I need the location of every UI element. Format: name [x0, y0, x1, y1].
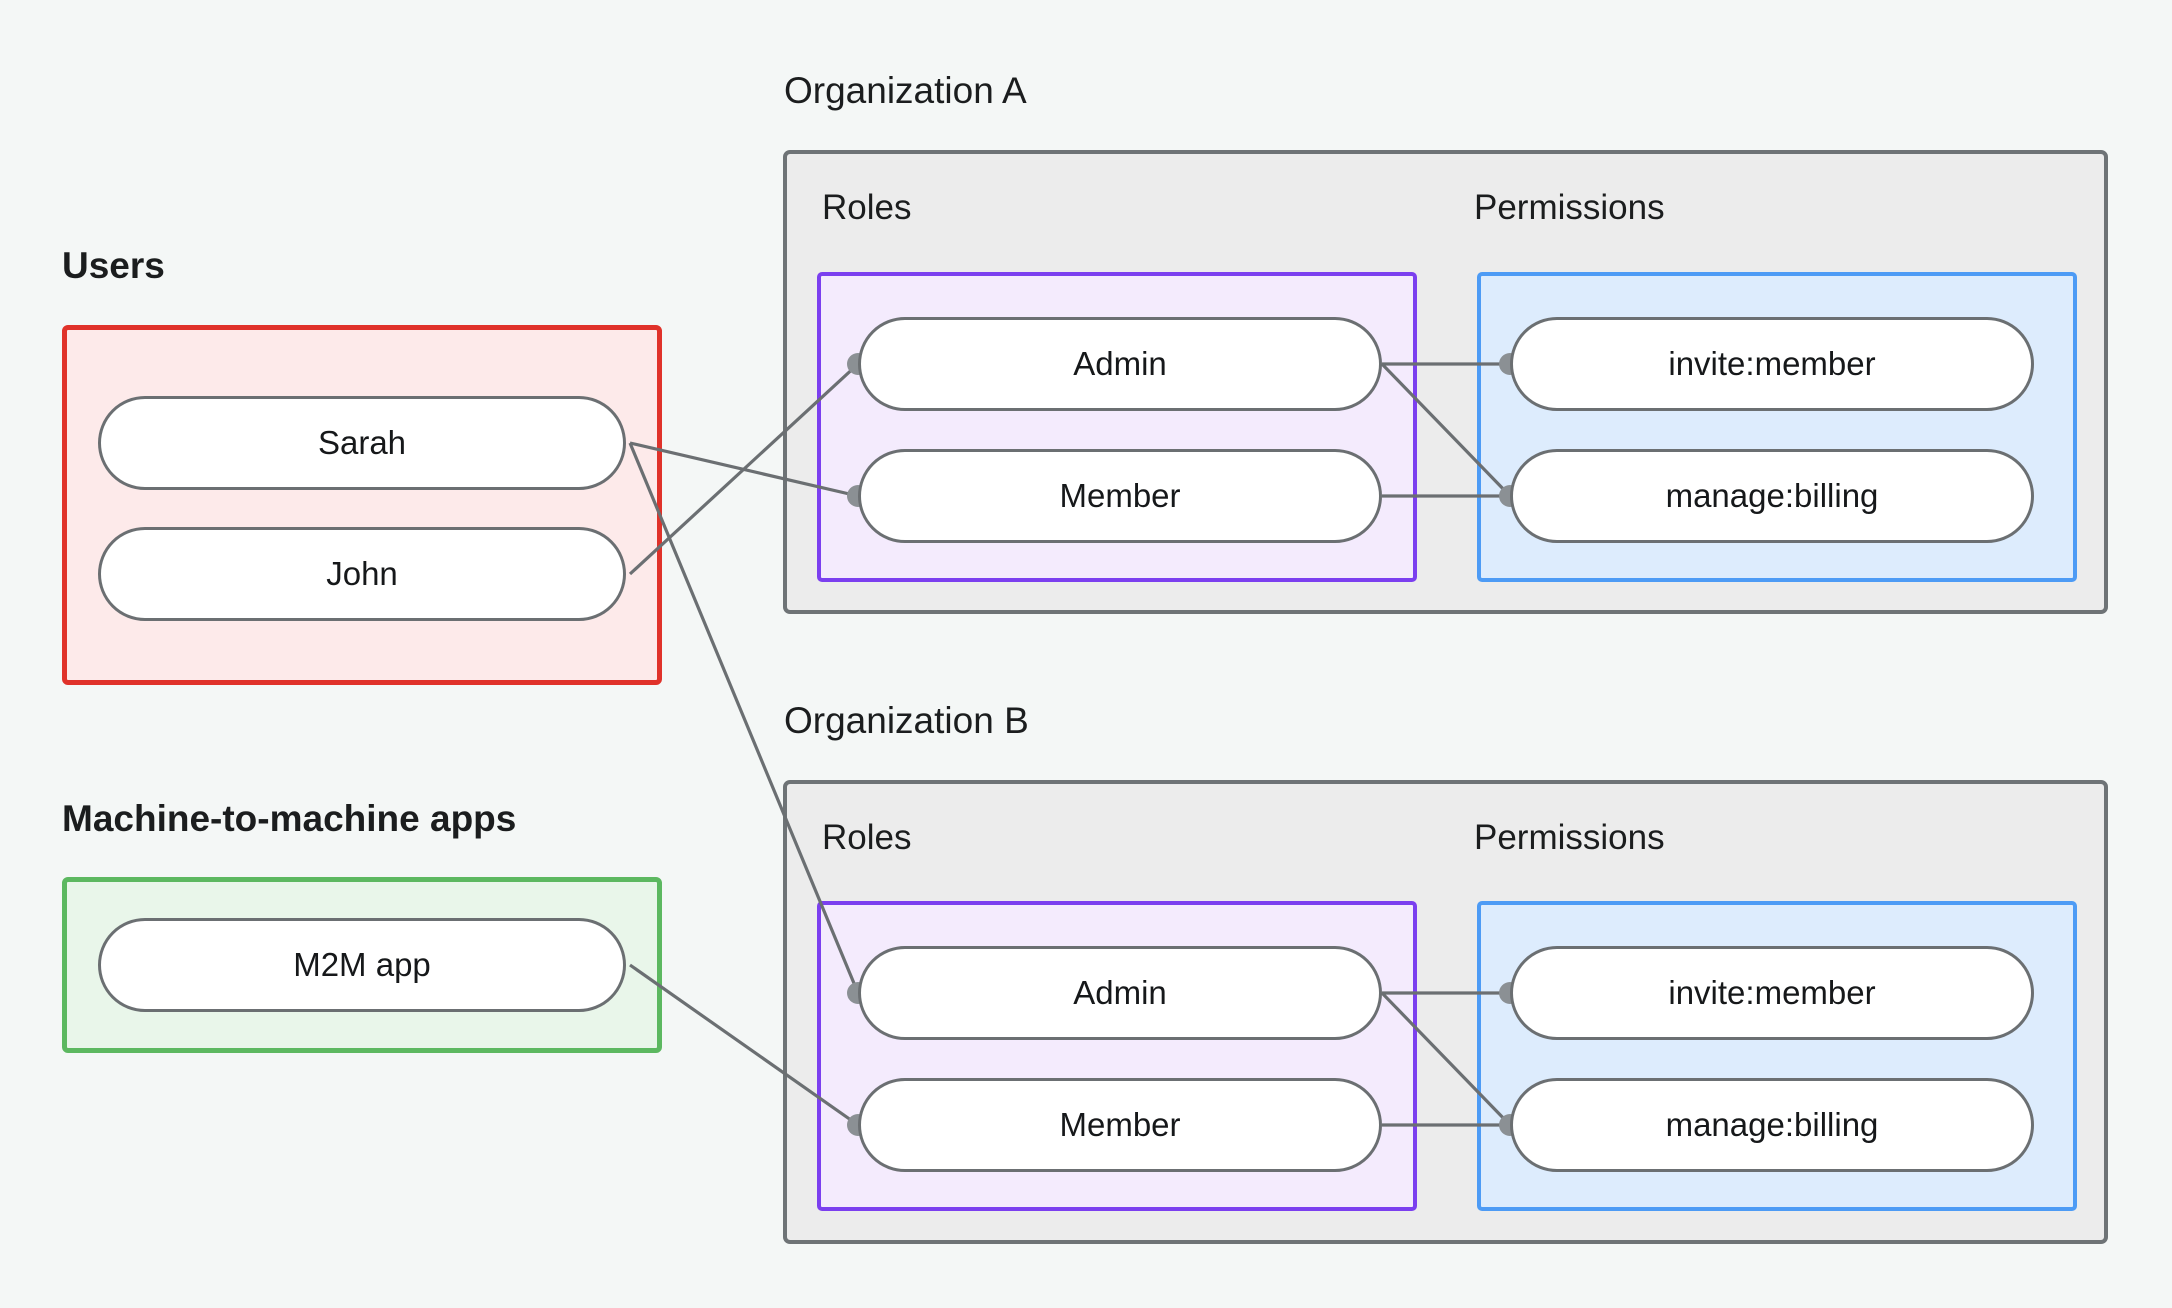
- node-user-john[interactable]: John: [98, 527, 626, 621]
- org-b-permissions-label: Permissions: [1474, 818, 1665, 857]
- node-org-b-perm-invite-member[interactable]: invite:member: [1510, 946, 2034, 1040]
- node-user-sarah[interactable]: Sarah: [98, 396, 626, 490]
- org-a-label: Organization A: [784, 70, 1027, 111]
- node-org-a-role-admin[interactable]: Admin: [858, 317, 1382, 411]
- org-b-roles-label: Roles: [822, 818, 912, 857]
- node-org-a-role-member[interactable]: Member: [858, 449, 1382, 543]
- users-group-label: Users: [62, 245, 165, 286]
- org-a-permissions-label: Permissions: [1474, 188, 1665, 227]
- node-org-b-role-member[interactable]: Member: [858, 1078, 1382, 1172]
- node-org-a-perm-invite-member[interactable]: invite:member: [1510, 317, 2034, 411]
- node-m2m-app[interactable]: M2M app: [98, 918, 626, 1012]
- node-org-a-perm-manage-billing[interactable]: manage:billing: [1510, 449, 2034, 543]
- m2m-group-label: Machine-to-machine apps: [62, 798, 517, 839]
- node-org-b-role-admin[interactable]: Admin: [858, 946, 1382, 1040]
- org-b-label: Organization B: [784, 700, 1029, 741]
- org-a-roles-label: Roles: [822, 188, 912, 227]
- node-org-b-perm-manage-billing[interactable]: manage:billing: [1510, 1078, 2034, 1172]
- users-container: [62, 325, 662, 685]
